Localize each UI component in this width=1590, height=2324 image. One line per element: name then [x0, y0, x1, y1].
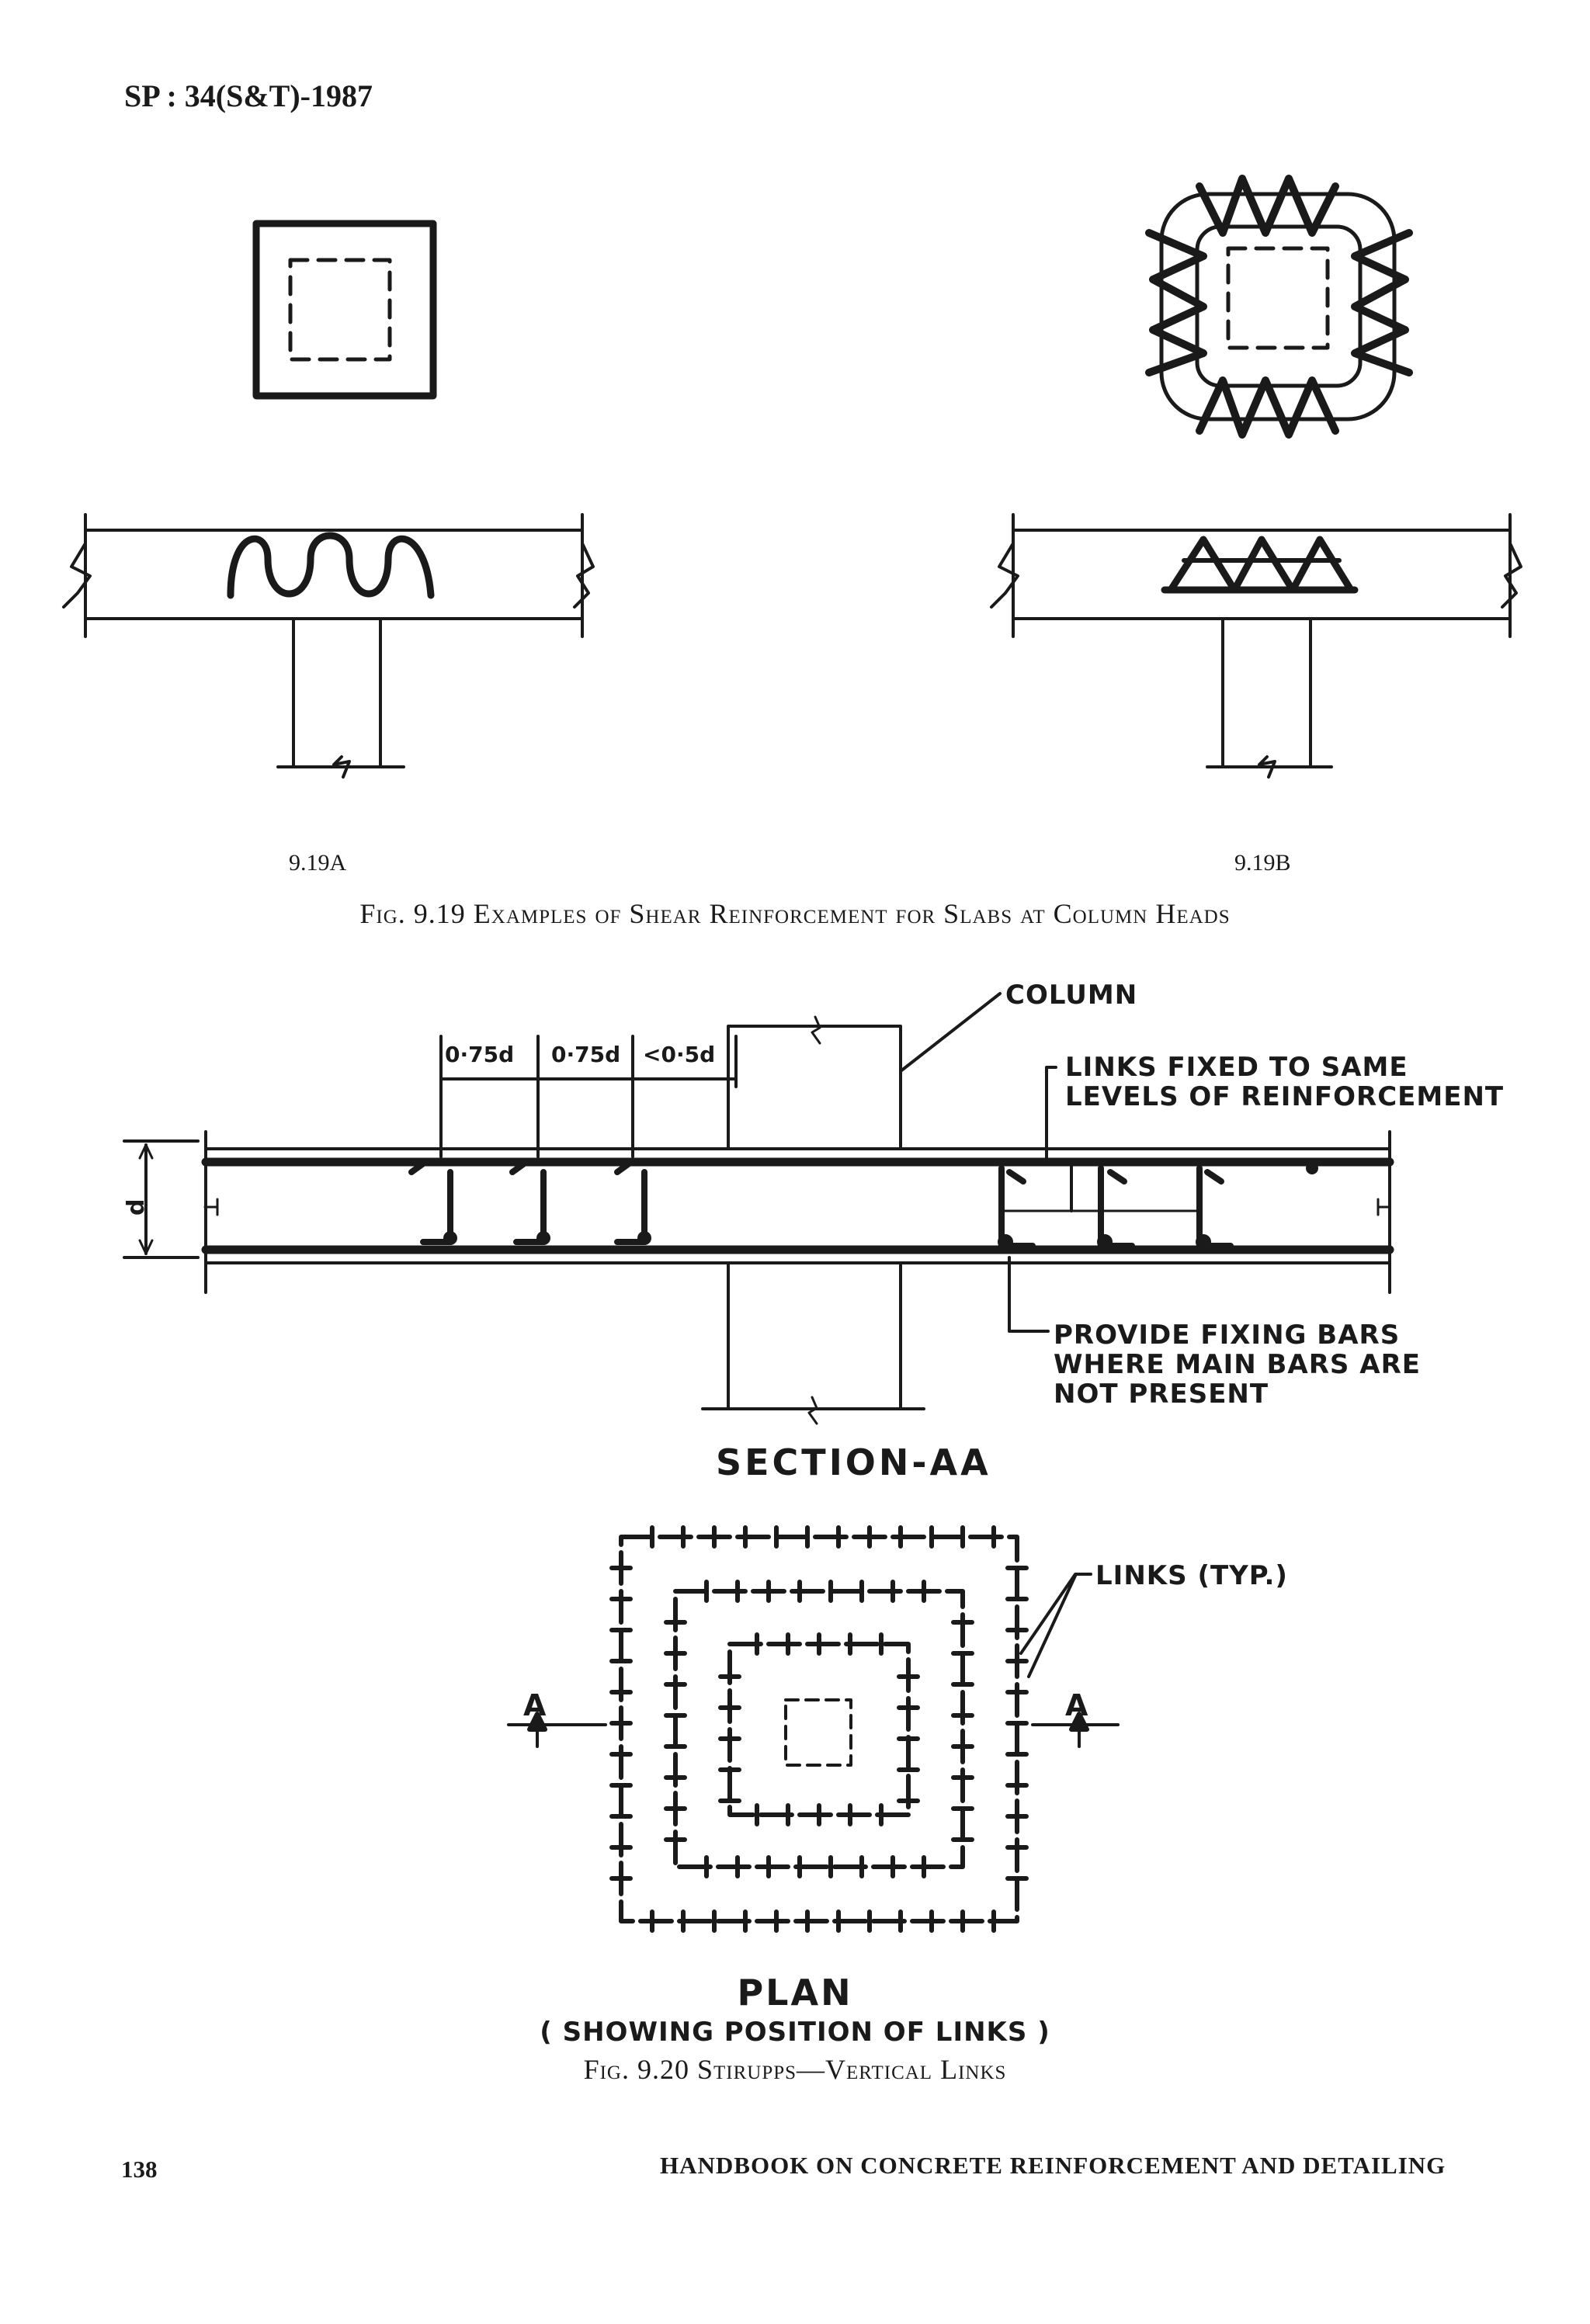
label-fixing-line1: PROVIDE FIXING BARS [1054, 1320, 1401, 1351]
figure-9-19a-elevation [62, 513, 595, 779]
label-fixing-line3: NOT PRESENT [1054, 1379, 1269, 1410]
document-code: SP : 34(S&T)-1987 [124, 78, 373, 113]
section-aa-title: SECTION-AA [716, 1441, 991, 1483]
plan-subtitle: ( SHOWING POSITION OF LINKS ) [540, 2017, 1050, 2048]
figure-9-19b-plan [1145, 175, 1413, 439]
label-column: COLUMN [1005, 980, 1138, 1011]
label-links-fixed: LINKS FIXED TO SAME LEVELS OF REINFORCEM… [1065, 1053, 1504, 1112]
figure-9-19a-label: 9.19A [289, 850, 347, 876]
label-fixing-bars: PROVIDE FIXING BARS WHERE MAIN BARS ARE … [1054, 1320, 1421, 1409]
plan-links-drawing [507, 1525, 1120, 1933]
section-aa-drawing [123, 992, 1394, 1425]
label-fixing-line2: WHERE MAIN BARS ARE [1054, 1349, 1421, 1380]
dimension-spacing-2: 0·75d [551, 1042, 621, 1067]
page-number: 138 [121, 2156, 158, 2183]
label-links-fixed-line2: LEVELS OF REINFORCEMENT [1065, 1081, 1505, 1112]
dimension-spacing-3: <0·5d [643, 1042, 716, 1067]
label-links-fixed-line1: LINKS FIXED TO SAME [1065, 1052, 1408, 1083]
figure-9-20-caption: Fig. 9.20 Stirupps—Vertical Links [583, 2054, 1007, 2085]
figure-9-19b-elevation [990, 513, 1522, 779]
plan-title: PLAN [737, 1972, 853, 2014]
figure-9-19b-label: 9.19B [1234, 850, 1291, 876]
footer-book-title: HANDBOOK ON CONCRETE REINFORCEMENT AND D… [660, 2152, 1446, 2179]
dimension-spacing-1: 0·75d [445, 1042, 515, 1067]
figure-9-19a-plan [252, 220, 437, 400]
figure-9-19-caption: Fig. 9.19 Examples of Shear Reinforcemen… [359, 898, 1231, 929]
label-links-typ: LINKS (TYP.) [1095, 1560, 1288, 1591]
